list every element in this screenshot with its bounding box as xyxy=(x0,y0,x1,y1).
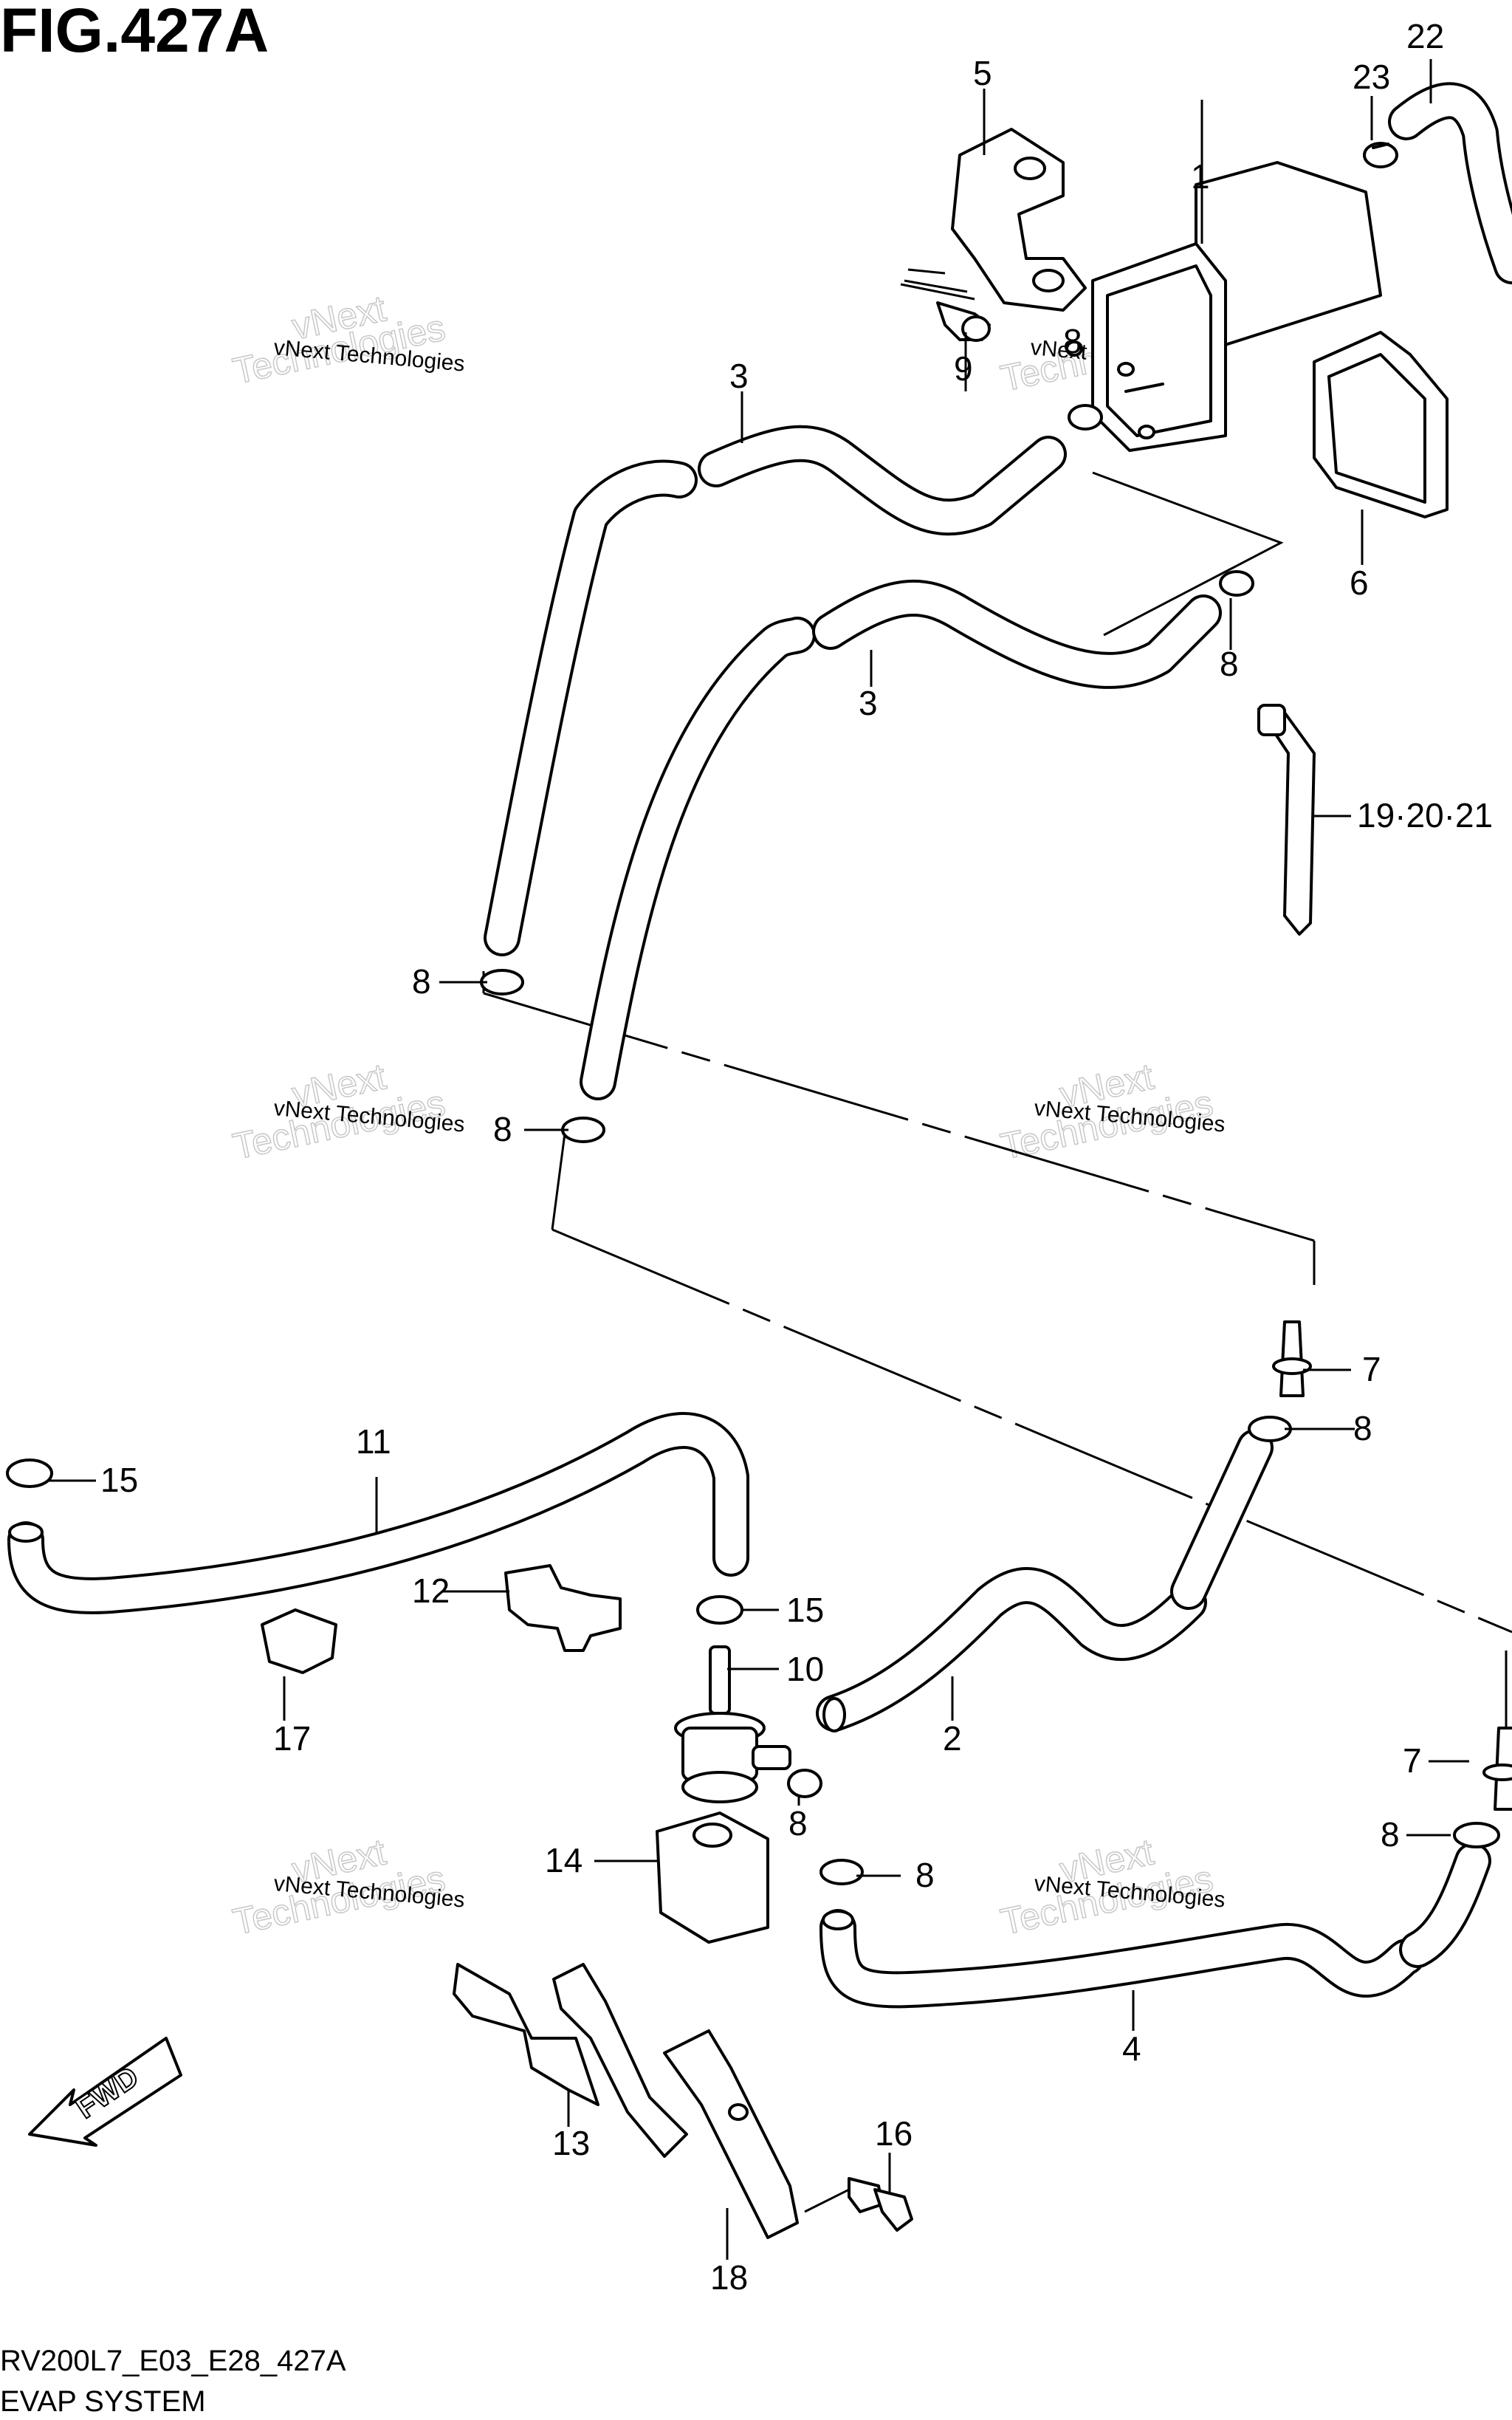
callout-labels: 1 5 6 22 23 9 8 8 3 3 19·20·21 8 8 7 8 1… xyxy=(100,17,1493,2297)
watermark-top-left: Technologies vNext vNext Technologies xyxy=(229,287,466,393)
callout-3-upper: 3 xyxy=(729,357,749,395)
clamp-8-hose4-right xyxy=(1453,1822,1500,1848)
callout-8-hose4-left: 8 xyxy=(915,1856,935,1894)
figure-title: FIG.427A xyxy=(0,0,269,65)
bolt-16 xyxy=(848,2177,913,2232)
callout-22: 22 xyxy=(1406,17,1444,55)
joint-7-lower xyxy=(1482,1727,1512,1811)
watermark-bottom-right: Technologies vNext vNext Technologies xyxy=(997,1831,1226,1944)
callout-11: 11 xyxy=(356,1422,391,1461)
clamp-23 xyxy=(1363,142,1398,168)
callout-8-hose4-right: 8 xyxy=(1381,1815,1400,1854)
callout-8-canister: 8 xyxy=(1063,322,1082,360)
callout-8-mid-right: 8 xyxy=(1353,1409,1372,1447)
clamp-15-right xyxy=(696,1595,743,1625)
clamp-15-left xyxy=(6,1458,53,1488)
callout-8-hose-upper-right: 8 xyxy=(1220,645,1239,683)
callout-14: 14 xyxy=(545,1841,583,1879)
callout-6: 6 xyxy=(1350,563,1369,602)
callout-2: 2 xyxy=(943,1719,962,1758)
figure-code: RV200L7_E03_E28_427A xyxy=(0,2345,346,2377)
hose-2 xyxy=(816,1429,1274,1732)
joint-7-upper xyxy=(1272,1320,1312,1397)
hose-3-upper xyxy=(484,425,1067,956)
callout-16: 16 xyxy=(875,2114,913,2153)
callout-18: 18 xyxy=(710,2258,748,2297)
bracket-13 xyxy=(453,1963,688,2158)
hose-4 xyxy=(819,1843,1491,2009)
band-19-20-21 xyxy=(1257,704,1316,936)
clamp-8-hose-upper-right xyxy=(1219,570,1254,597)
hose-11 xyxy=(7,1412,749,1614)
callout-23: 23 xyxy=(1353,58,1390,96)
callout-4: 4 xyxy=(1122,2029,1141,2068)
callout-13: 13 xyxy=(552,2124,590,2162)
callout-7-lower: 7 xyxy=(1403,1741,1422,1780)
valve-10 xyxy=(674,1645,791,1803)
callout-8-valve: 8 xyxy=(788,1804,808,1843)
clamp-8-left-upper xyxy=(480,969,524,995)
clamp-8-left-lower xyxy=(561,1117,605,1143)
clamp-8-valve xyxy=(787,1769,822,1798)
bolt-9 xyxy=(936,301,991,342)
clamp-8-canister xyxy=(1065,340,1103,431)
callout-8-left-lower: 8 xyxy=(493,1110,512,1148)
canister xyxy=(1091,161,1382,452)
figure-name: EVAP SYSTEM xyxy=(0,2385,206,2418)
mount-14 xyxy=(656,1811,769,1944)
watermark-bottom-left: Technologies vNext vNext Technologies xyxy=(229,1831,466,1944)
callout-8-left-upper: 8 xyxy=(412,962,431,1001)
callout-5: 5 xyxy=(973,54,992,92)
callout-9: 9 xyxy=(954,349,973,388)
callout-19-20-21: 19·20·21 xyxy=(1357,796,1493,834)
callout-12: 12 xyxy=(412,1571,450,1610)
watermark-mid-right: Technologies vNext vNext Technologies xyxy=(997,1055,1226,1168)
canister-cover xyxy=(1313,331,1449,518)
clip-17 xyxy=(261,1608,337,1674)
hose-22 xyxy=(1388,82,1512,284)
callout-leaders xyxy=(48,59,1469,2260)
callout-15-right: 15 xyxy=(786,1591,824,1629)
hose-3-lower xyxy=(580,580,1222,1100)
fwd-arrow: FWD xyxy=(28,2037,182,2147)
watermark-mid-left: Technologies vNext vNext Technologies xyxy=(229,1055,466,1168)
callout-10: 10 xyxy=(786,1650,824,1688)
clamp-8-mid-right xyxy=(1248,1416,1292,1442)
bracket-5 xyxy=(951,128,1087,312)
callout-1: 1 xyxy=(1191,157,1210,196)
callout-15-left: 15 xyxy=(100,1461,138,1499)
callout-17: 17 xyxy=(273,1719,311,1758)
clamp-8-hose4-left xyxy=(819,1859,864,1885)
callout-3-lower: 3 xyxy=(859,684,878,722)
callout-7-upper: 7 xyxy=(1362,1350,1381,1388)
bracket-18 xyxy=(663,2029,799,2239)
clip-12 xyxy=(504,1564,622,1652)
